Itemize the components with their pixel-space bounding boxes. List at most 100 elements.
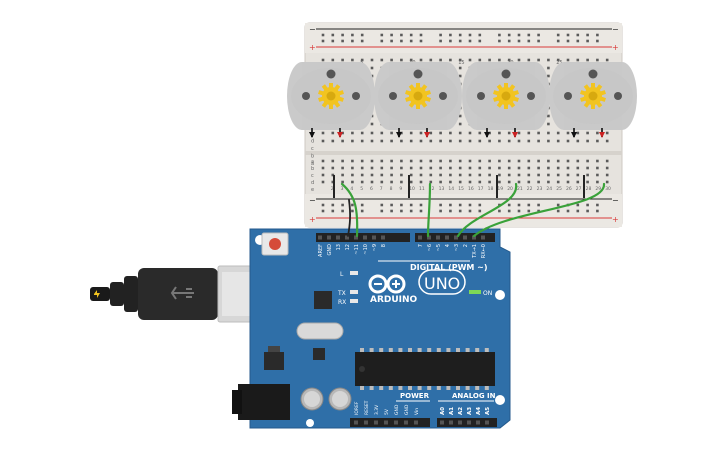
terminal-hole[interactable]	[488, 131, 491, 135]
terminal-hole[interactable]	[439, 58, 442, 62]
rail-hole[interactable]	[517, 39, 521, 43]
terminal-hole[interactable]	[547, 159, 550, 163]
terminal-hole[interactable]	[468, 131, 472, 135]
rail-hole[interactable]	[537, 203, 540, 207]
terminal-hole[interactable]	[547, 131, 550, 135]
terminal-hole[interactable]	[331, 180, 335, 184]
terminal-hole[interactable]	[380, 166, 384, 170]
rail-hole[interactable]	[321, 33, 325, 37]
analog-pin-hole[interactable]	[458, 420, 462, 425]
terminal-hole[interactable]	[596, 159, 599, 163]
terminal-hole[interactable]	[498, 139, 501, 143]
terminal-hole[interactable]	[498, 131, 501, 135]
rail-hole[interactable]	[596, 209, 599, 213]
terminal-hole[interactable]	[370, 139, 374, 143]
terminal-hole[interactable]	[458, 131, 462, 135]
rail-hole[interactable]	[360, 33, 364, 37]
terminal-hole[interactable]	[458, 58, 462, 62]
wire-motor3[interactable]	[456, 182, 518, 238]
terminal-hole[interactable]	[556, 173, 560, 177]
terminal-hole[interactable]	[517, 173, 521, 177]
rail-hole[interactable]	[409, 203, 413, 207]
terminal-hole[interactable]	[468, 173, 472, 177]
terminal-hole[interactable]	[449, 166, 452, 170]
rail-hole[interactable]	[360, 209, 364, 213]
terminal-hole[interactable]	[321, 173, 325, 177]
terminal-hole[interactable]	[576, 58, 580, 62]
terminal-hole[interactable]	[390, 180, 393, 184]
terminal-hole[interactable]	[586, 173, 589, 177]
rail-hole[interactable]	[478, 203, 482, 207]
terminal-hole[interactable]	[390, 58, 393, 62]
terminal-hole[interactable]	[380, 173, 384, 177]
rail-hole[interactable]	[439, 33, 442, 37]
rail-hole[interactable]	[498, 209, 501, 213]
terminal-hole[interactable]	[468, 180, 472, 184]
rail-hole[interactable]	[400, 33, 403, 37]
terminal-hole[interactable]	[586, 166, 589, 170]
terminal-hole[interactable]	[566, 173, 570, 177]
rail-hole[interactable]	[596, 39, 599, 43]
motors-group[interactable]	[287, 62, 637, 138]
rail-hole[interactable]	[321, 209, 325, 213]
rail-hole[interactable]	[341, 33, 344, 37]
rail-hole[interactable]	[566, 209, 570, 213]
terminal-hole[interactable]	[400, 58, 403, 62]
rail-hole[interactable]	[400, 203, 403, 207]
terminal-hole[interactable]	[605, 58, 609, 62]
terminal-hole[interactable]	[507, 173, 511, 177]
analog-pin-hole[interactable]	[485, 420, 489, 425]
rail-hole[interactable]	[556, 39, 560, 43]
rail-hole[interactable]	[419, 39, 423, 43]
terminal-hole[interactable]	[419, 173, 423, 177]
rail-hole[interactable]	[458, 33, 462, 37]
terminal-hole[interactable]	[439, 131, 442, 135]
terminal-hole[interactable]	[566, 180, 570, 184]
terminal-hole[interactable]	[409, 173, 413, 177]
rail-hole[interactable]	[586, 203, 589, 207]
rail-holes-top[interactable]	[321, 33, 599, 43]
terminal-hole[interactable]	[409, 58, 413, 62]
rail-hole[interactable]	[419, 203, 423, 207]
rail-hole[interactable]	[537, 39, 540, 43]
terminal-hole[interactable]	[468, 58, 472, 62]
rail-hole[interactable]	[449, 39, 452, 43]
rail-hole[interactable]	[419, 209, 423, 213]
terminal-hole[interactable]	[449, 173, 452, 177]
terminal-hole[interactable]	[596, 139, 599, 143]
terminal-hole[interactable]	[527, 166, 531, 170]
terminal-hole[interactable]	[556, 139, 560, 143]
rail-hole[interactable]	[517, 203, 521, 207]
terminal-hole[interactable]	[576, 173, 580, 177]
digital-pin-hole[interactable]	[427, 235, 431, 240]
rail-hole[interactable]	[468, 209, 472, 213]
terminal-hole[interactable]	[498, 180, 501, 184]
terminal-hole[interactable]	[321, 139, 325, 143]
rail-hole[interactable]	[517, 209, 521, 213]
rail-hole[interactable]	[360, 203, 364, 207]
dc-power-jack[interactable]	[238, 384, 290, 420]
terminal-hole[interactable]	[498, 173, 501, 177]
terminal-hole[interactable]	[488, 58, 491, 62]
terminal-hole[interactable]	[586, 159, 589, 163]
digital-pin-hole[interactable]	[318, 235, 322, 240]
rail-hole[interactable]	[596, 33, 599, 37]
terminal-hole[interactable]	[458, 166, 462, 170]
analog-pin-hole[interactable]	[467, 420, 471, 425]
terminal-hole[interactable]	[576, 139, 580, 143]
terminal-hole[interactable]	[449, 159, 452, 163]
terminal-hole[interactable]	[351, 173, 354, 177]
terminal-hole[interactable]	[380, 180, 384, 184]
analog-pin-hole[interactable]	[440, 420, 444, 425]
rail-hole[interactable]	[409, 39, 413, 43]
terminal-hole[interactable]	[507, 180, 511, 184]
terminal-hole[interactable]	[409, 180, 413, 184]
rail-hole[interactable]	[478, 209, 482, 213]
terminal-hole[interactable]	[586, 180, 589, 184]
terminal-hole[interactable]	[419, 180, 423, 184]
rail-hole[interactable]	[507, 33, 511, 37]
terminal-hole[interactable]	[390, 159, 393, 163]
terminal-hole[interactable]	[537, 173, 540, 177]
digital-pin-hole[interactable]	[445, 235, 449, 240]
terminal-hole[interactable]	[478, 180, 482, 184]
